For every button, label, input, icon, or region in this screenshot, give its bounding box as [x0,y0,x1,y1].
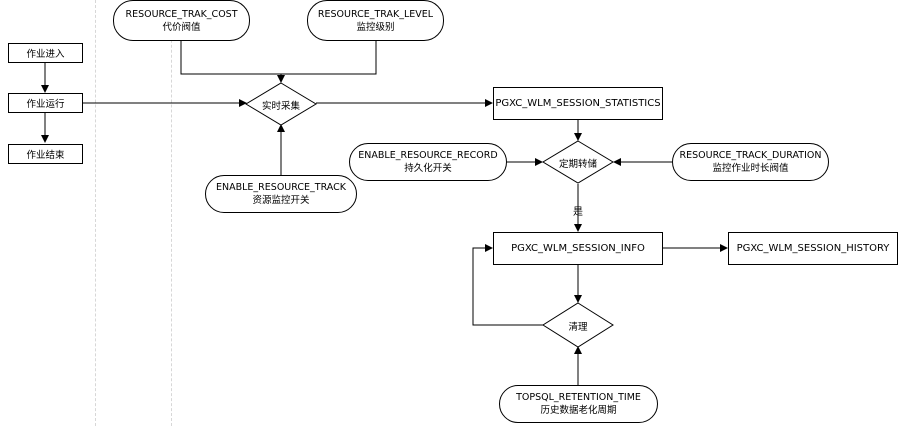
param-enable-record-desc: 持久化开关 [404,163,452,174]
param-track-duration-desc: 监控作业时长阀值 [712,163,789,174]
param-track-level-desc: 监控级别 [356,21,395,33]
param-enable-track: ENABLE_RESOURCE_TRACK 资源监控开关 [205,175,357,213]
table-info-box: PGXC_WLM_SESSION_INFO [493,232,663,265]
decision-realtime-shape [245,82,317,126]
job-run-box: 作业运行 [8,93,83,113]
job-end-box: 作业结束 [8,144,83,164]
edge-cost-realtime [180,41,281,75]
decision-cleanup-label: 清理 [568,322,588,333]
param-enable-track-name: ENABLE_RESOURCE_TRACK [216,182,346,193]
param-enable-track-desc: 资源监控开关 [252,195,310,206]
guide-line-middle [171,0,172,426]
param-track-level-name: RESOURCE_TRAK_LEVEL [317,8,434,20]
decision-realtime-label: 实时采集 [261,101,300,112]
param-track-duration-name: RESOURCE_TRACK_DURATION [679,150,822,161]
param-track-cost-desc: 代价阀值 [162,21,201,33]
guide-line-left [95,0,96,426]
table-history-box: PGXC_WLM_SESSION_HISTORY [728,232,898,265]
edge-label-yes: 是 [573,207,583,218]
param-track-cost-name: RESOURCE_TRAK_COST [125,8,238,20]
table-statistics-label: PGXC_WLM_SESSION_STATISTICS [495,98,661,109]
job-enter-box: 作业进入 [8,43,83,63]
param-retention-time-name: TOPSQL_RETENTION_TIME [516,392,641,403]
param-track-cost: RESOURCE_TRAK_COST 代价阀值 [113,0,250,41]
table-info-label: PGXC_WLM_SESSION_INFO [511,243,645,254]
decision-periodic-shape [542,140,614,184]
table-history-label: PGXC_WLM_SESSION_HISTORY [736,243,890,254]
edge-level-realtime [281,41,377,75]
param-retention-time-desc: 历史数据老化周期 [540,405,617,416]
decision-periodic-label: 定期转储 [558,159,597,170]
param-retention-time: TOPSQL_RETENTION_TIME 历史数据老化周期 [499,385,658,423]
param-track-duration: RESOURCE_TRACK_DURATION 监控作业时长阀值 [672,143,829,181]
decision-cleanup-shape [542,302,614,348]
param-track-level: RESOURCE_TRAK_LEVEL 监控级别 [307,0,444,41]
job-run-label: 作业运行 [26,99,65,110]
job-enter-label: 作业进入 [26,49,65,60]
param-enable-record-name: ENABLE_RESOURCE_RECORD [358,150,498,161]
edge-cleanup-info-loop [472,244,543,326]
param-enable-record: ENABLE_RESOURCE_RECORD 持久化开关 [349,143,507,181]
job-end-label: 作业结束 [26,150,65,161]
table-statistics-box: PGXC_WLM_SESSION_STATISTICS [493,87,663,120]
